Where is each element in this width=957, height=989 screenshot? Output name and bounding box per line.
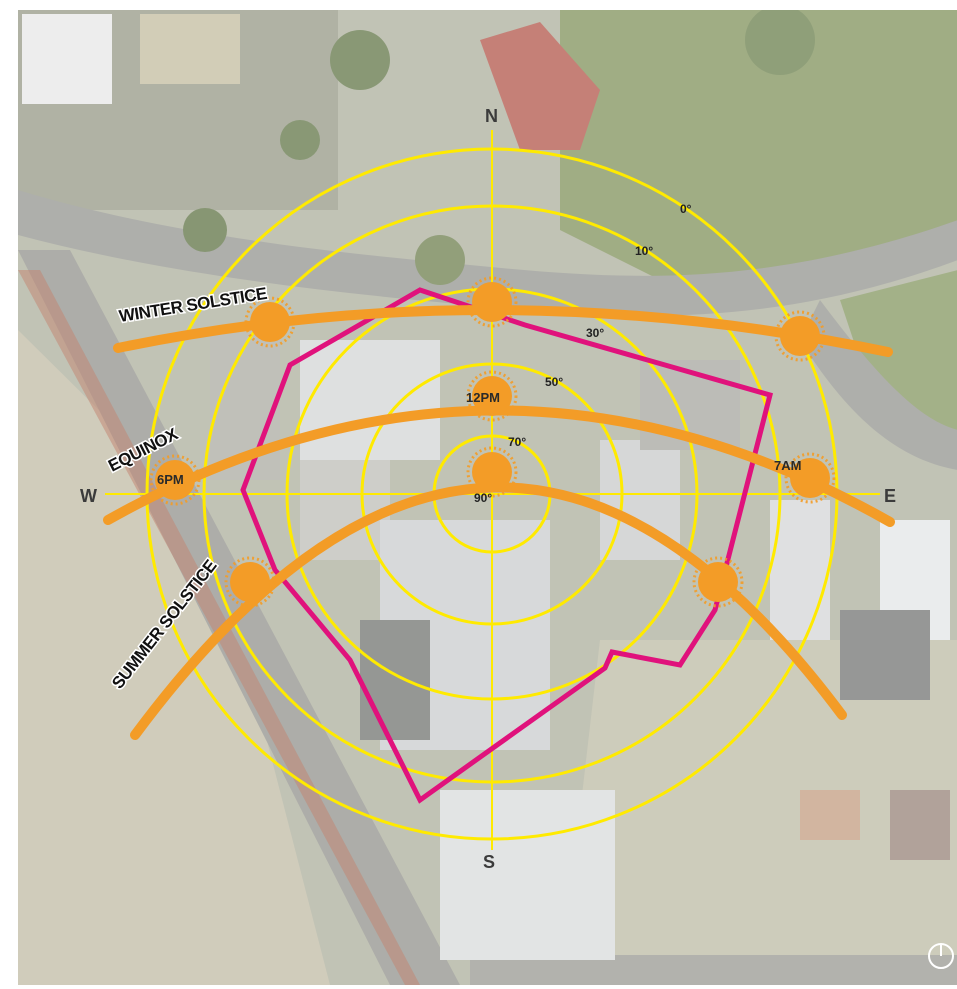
site-boundary bbox=[240, 287, 774, 804]
compass-west: W bbox=[80, 486, 97, 506]
compass-north: N bbox=[485, 106, 498, 126]
time-label-morning: 7AM bbox=[774, 458, 801, 473]
north-arrow-icon bbox=[928, 943, 954, 969]
compass-east: E bbox=[884, 486, 896, 506]
ring-label-30: 30° bbox=[586, 326, 604, 340]
compass-south: S bbox=[483, 852, 495, 872]
ring-label-50: 50° bbox=[545, 375, 563, 389]
ring-label-0: 0° bbox=[680, 202, 692, 216]
time-label-noon: 12PM bbox=[466, 390, 500, 405]
aerial-map-background bbox=[18, 10, 957, 985]
ring-label-90: 90° bbox=[474, 491, 492, 505]
ring-label-70: 70° bbox=[508, 435, 526, 449]
time-label-evening: 6PM bbox=[157, 472, 184, 487]
ring-label-10: 10° bbox=[635, 244, 653, 258]
